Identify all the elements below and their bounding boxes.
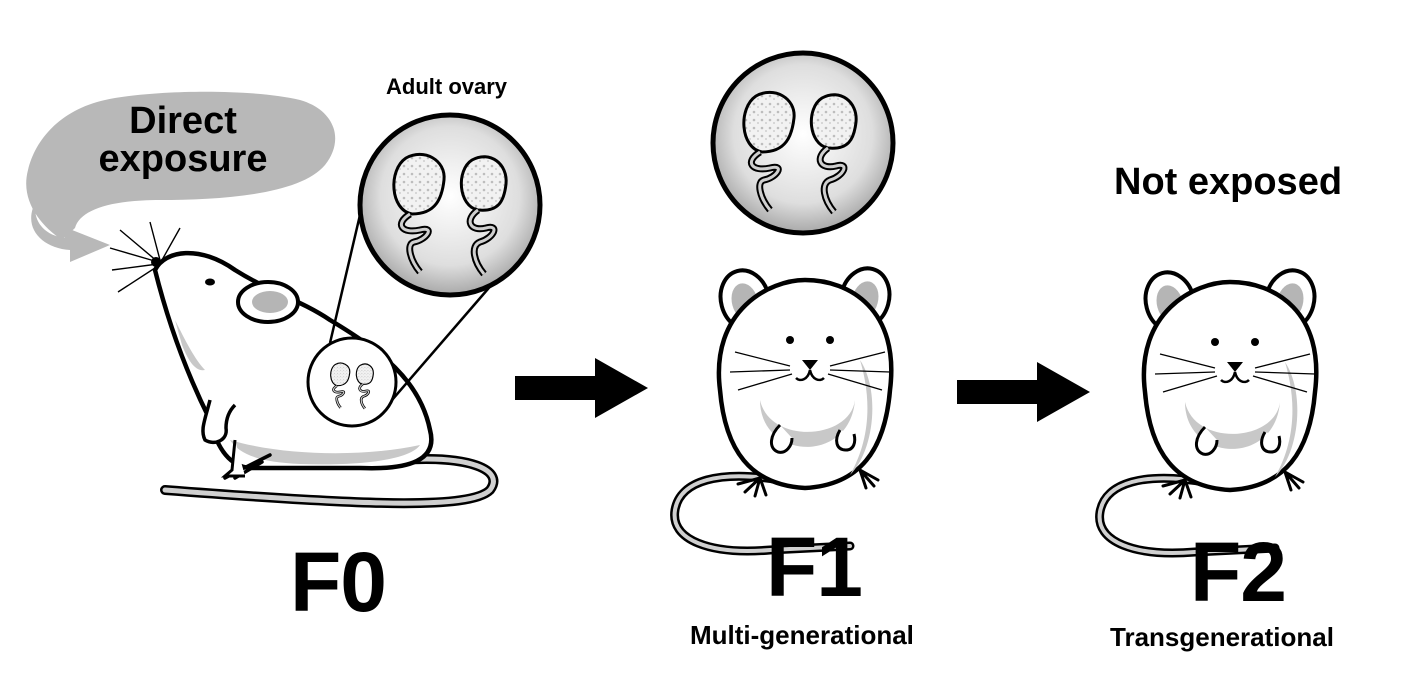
bubble-text: Direct exposure (78, 102, 288, 178)
bubble-line-1: Direct (129, 100, 237, 142)
f0-ovary-lens (357, 112, 543, 298)
generation-label-f1: F1 (766, 520, 863, 614)
generation-caption-f2: Transgenerational (1110, 622, 1334, 652)
f2-mouse-illustration (1100, 265, 1321, 553)
bubble-line-2: exposure (98, 138, 268, 180)
f0-mouse-illustration (109, 221, 499, 509)
ovary-label: Adult ovary (386, 74, 508, 99)
generation-caption-f1: Multi-generational (690, 620, 914, 650)
generation-label-f0: F0 (290, 535, 387, 629)
f1-ovary-lens (710, 50, 896, 236)
generation-label-f2: F2 (1190, 525, 1287, 619)
arrow-f1-to-f2 (957, 362, 1090, 422)
arrow-f0-to-f1 (515, 358, 648, 418)
f1-mouse-illustration (675, 263, 896, 551)
exposure-bubble (26, 91, 336, 262)
not-exposed-label: Not exposed (1114, 161, 1343, 203)
